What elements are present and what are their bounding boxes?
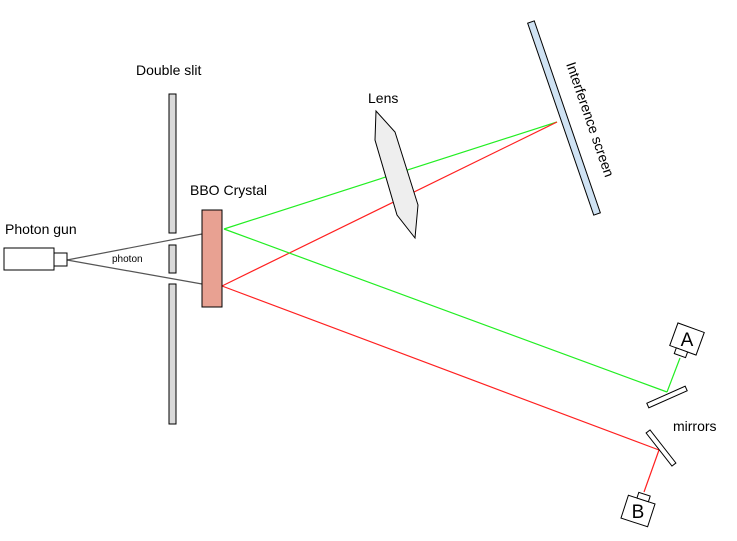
red-beam-to-screen	[221, 121, 558, 287]
detector-a-label: A	[681, 330, 694, 351]
detector-a: A	[669, 322, 705, 359]
slit-barrier-bottom	[168, 283, 177, 425]
photon-gun-body	[3, 247, 55, 271]
label-lens: Lens	[368, 90, 398, 106]
label-photon: photon	[112, 254, 143, 265]
red-beam-to-mirror	[221, 285, 660, 451]
detector-b-label: B	[632, 502, 645, 523]
detector-b: B	[620, 491, 656, 528]
mirror-a	[646, 385, 688, 409]
detector-b-nozzle	[636, 491, 651, 503]
mirror-b	[645, 429, 677, 467]
interference-screen	[527, 20, 601, 216]
detector-a-nozzle	[673, 347, 689, 359]
photon-path-lower	[66, 259, 203, 285]
label-double-slit: Double slit	[136, 62, 201, 78]
label-interference-screen: Interference screen	[563, 60, 617, 179]
label-mirrors: mirrors	[673, 418, 717, 434]
slit-barrier-middle	[168, 244, 177, 274]
label-bbo-crystal: BBO Crystal	[190, 182, 267, 198]
slit-barrier-top	[168, 93, 177, 234]
photon-path-upper	[66, 233, 203, 261]
lens	[374, 109, 419, 240]
green-beam-to-detector-a	[666, 357, 681, 393]
label-photon-gun: Photon gun	[5, 221, 77, 237]
red-beam-to-detector-b	[643, 449, 660, 493]
photon-gun-nozzle	[53, 252, 68, 267]
green-beam-to-mirror	[223, 228, 668, 393]
bbo-crystal	[201, 209, 223, 308]
